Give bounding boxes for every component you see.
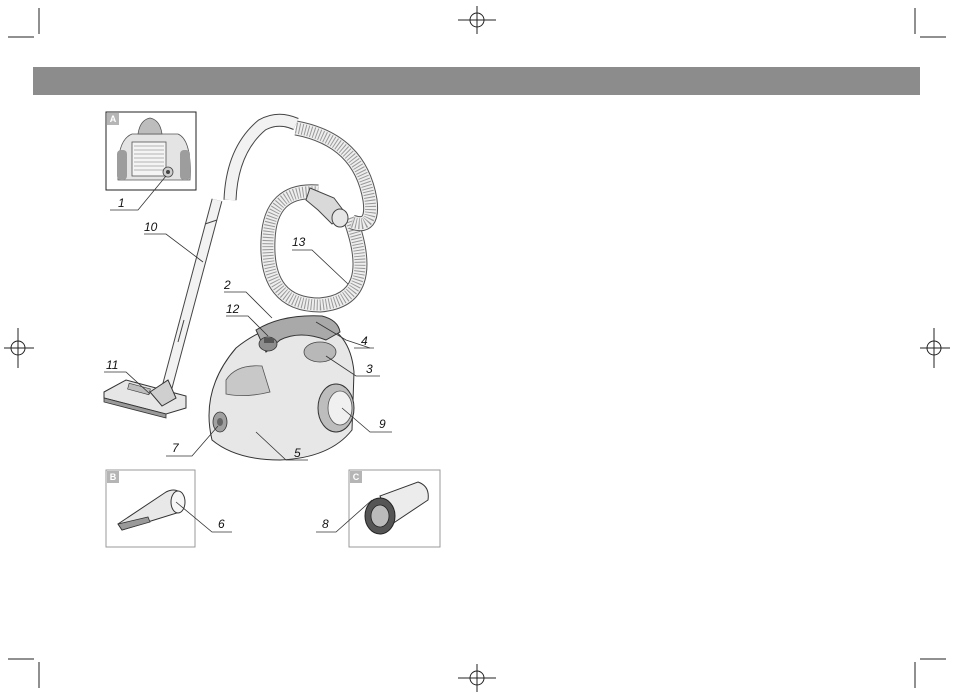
panel-b-label: B (110, 472, 117, 482)
callout-6: 6 (218, 517, 225, 531)
registration-target-top (458, 6, 496, 34)
registration-target-left (4, 328, 34, 368)
vacuum-body (209, 316, 354, 460)
callout-11: 11 (106, 358, 118, 372)
callout-1: 1 (118, 196, 125, 210)
crop-marks (8, 8, 946, 688)
callout-10: 10 (144, 220, 158, 234)
registration-target-right (920, 328, 950, 368)
floor-nozzle (104, 380, 186, 418)
panel-a-label: A (110, 114, 117, 124)
callout-8: 8 (322, 517, 329, 531)
panel-a: A (106, 112, 196, 190)
hose (230, 120, 371, 305)
telescopic-tube (165, 200, 217, 395)
panel-c-label: C (353, 472, 360, 482)
callout-13: 13 (292, 235, 306, 249)
callout-5: 5 (294, 446, 301, 460)
registration-target-bottom (458, 664, 496, 692)
callout-2: 2 (223, 278, 231, 292)
callout-7: 7 (172, 441, 180, 455)
callout-3: 3 (366, 362, 373, 376)
callout-9: 9 (379, 417, 386, 431)
callout-4: 4 (361, 334, 368, 348)
panel-b: B (106, 470, 195, 547)
callout-12: 12 (226, 302, 240, 316)
